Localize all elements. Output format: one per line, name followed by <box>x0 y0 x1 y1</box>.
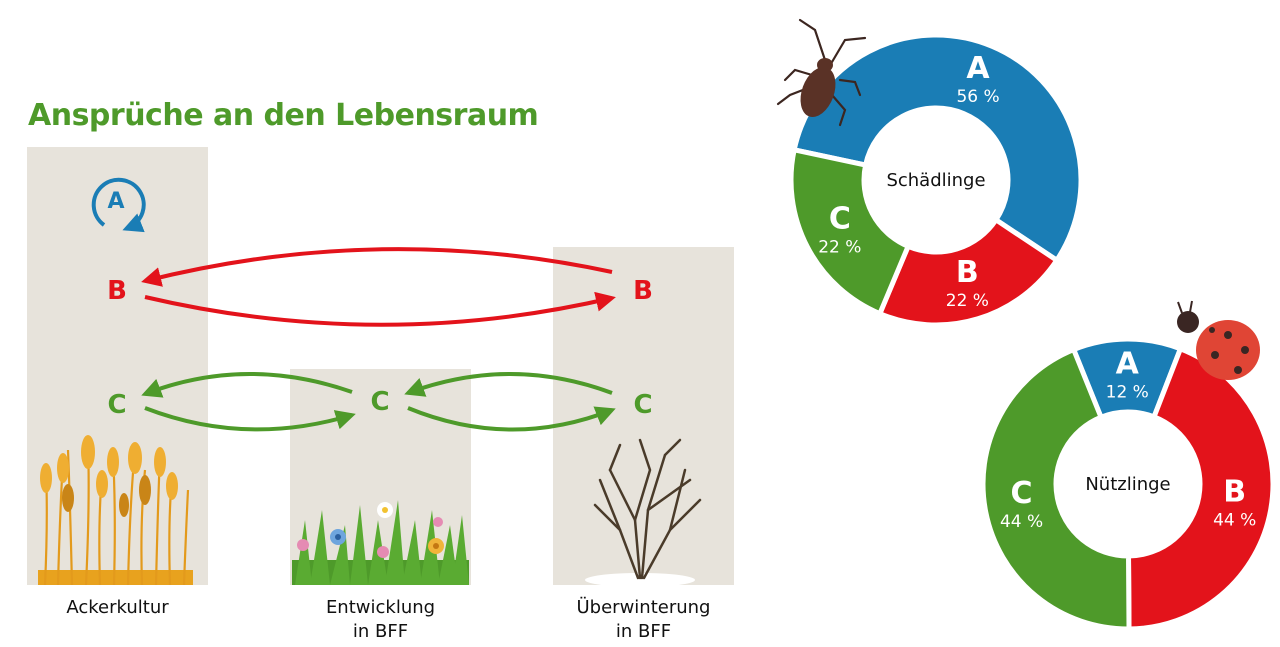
arrow-c-left-to-mid <box>144 406 356 432</box>
group-label-c-middle: C <box>370 387 389 417</box>
arrow-c-right-to-mid <box>404 372 613 397</box>
habitat-label-line1: Ackerkultur <box>66 597 169 618</box>
donut-segment-c <box>788 146 912 317</box>
habitat-label-entwicklung: Entwicklung in BFF <box>280 596 481 644</box>
habitat-label-line2: in BFF <box>615 621 672 642</box>
group-label-b-right: B <box>633 276 653 306</box>
donut-segment-a <box>791 32 1084 264</box>
donut-center-title: Schädlinge <box>886 170 985 191</box>
wheat-field-illustration <box>38 435 193 586</box>
donut-segment-b <box>1125 345 1276 632</box>
group-label-b-left: B <box>107 276 127 306</box>
donut-segment-value-b: 22 % <box>946 291 989 311</box>
page-title: Ansprüche an den Lebensraum <box>28 98 539 133</box>
beetle-icon <box>776 18 867 127</box>
habitat-label-line1: Überwinterung <box>576 597 711 618</box>
group-label-a: A <box>107 189 124 214</box>
habitat-label-ueberwinterung: Überwinterung in BFF <box>543 596 744 644</box>
donut-segment-b <box>876 216 1061 328</box>
group-label-c-left: C <box>107 390 126 420</box>
habitat-label-line1: Entwicklung <box>325 597 436 618</box>
meadow-illustration <box>292 500 469 585</box>
a-cycle-icon: A <box>91 177 146 233</box>
arrow-c-mid-to-left <box>141 372 353 398</box>
shrub-illustration <box>585 438 702 587</box>
donut-segment-value-a: 56 % <box>956 87 999 107</box>
arrow-c-mid-to-right <box>407 406 616 432</box>
arrow-b-to-left <box>141 247 613 287</box>
donut-segment-value-c: 22 % <box>818 237 861 257</box>
donut-chart-nuetzlinge: A12 %B44 %C44 %Nützlinge <box>980 336 1276 632</box>
donut-segment-label-a: A <box>966 51 990 86</box>
habitat-label-ackerkultur: Ackerkultur <box>27 596 208 620</box>
donut-segment-label-c: C <box>1011 476 1033 511</box>
donut-segment-label-b: B <box>956 255 979 290</box>
donut-segment-value-c: 44 % <box>1000 512 1043 532</box>
donut-segment-value-b: 44 % <box>1213 511 1256 531</box>
ladybug-icon <box>1177 300 1260 380</box>
donut-segment-c <box>980 346 1132 632</box>
donut-chart-schaedlinge: A56 %B22 %C22 %Schädlinge <box>788 32 1084 328</box>
arrow-b-to-right <box>144 291 616 327</box>
habitat-label-line2: in BFF <box>352 621 409 642</box>
donut-segment-label-c: C <box>829 201 851 236</box>
donut-segment-label-b: B <box>1223 475 1246 510</box>
group-label-c-right: C <box>633 390 652 420</box>
donut-center-title: Nützlinge <box>1085 474 1170 495</box>
donut-segment-value-a: 12 % <box>1106 383 1149 403</box>
habitat-panel-ackerkultur <box>27 147 208 585</box>
donut-segment-label-a: A <box>1116 347 1140 382</box>
